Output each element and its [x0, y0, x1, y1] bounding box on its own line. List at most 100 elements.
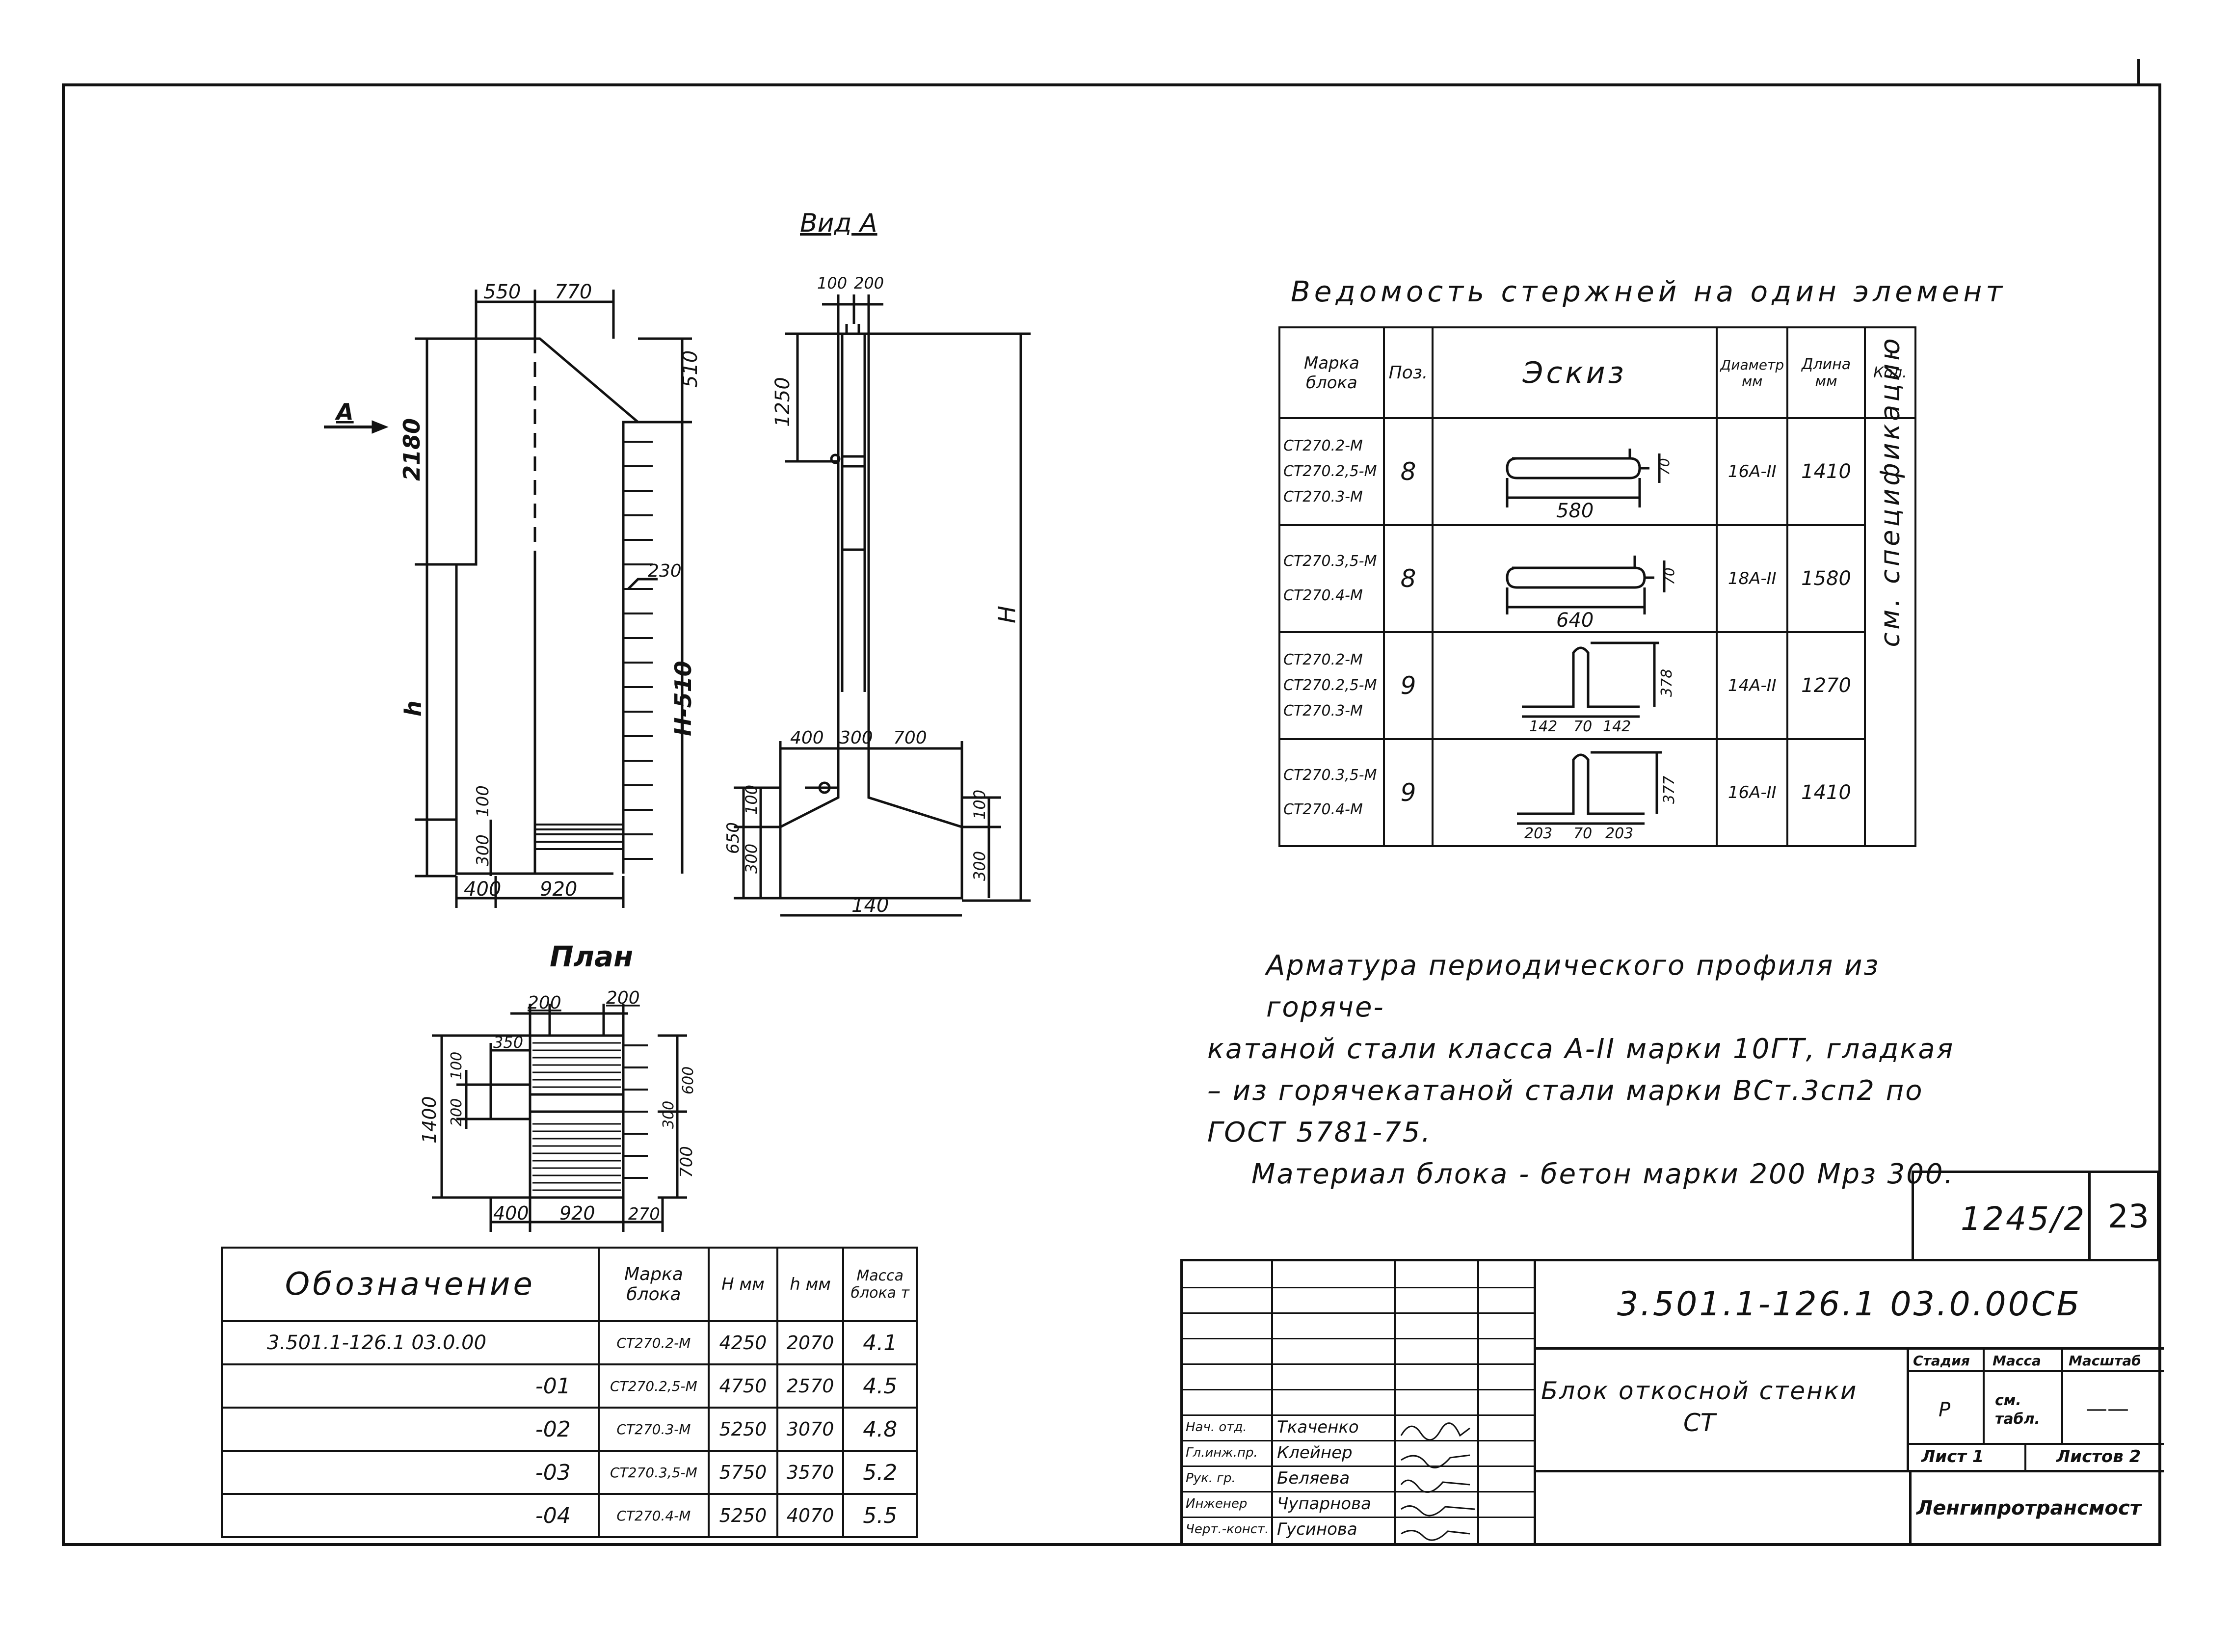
dim-300-right: 300	[970, 851, 989, 881]
h: 4070	[776, 1493, 845, 1538]
archive-number: 1245/2	[1961, 1200, 2087, 1238]
organization: Ленгипротрансмост	[1916, 1497, 2141, 1519]
dim-100-left: 100	[742, 785, 761, 815]
designation: -04	[221, 1493, 600, 1538]
col-mark: Марка блока	[597, 1247, 710, 1322]
sketch-dim: 640	[1556, 609, 1594, 629]
plan-drawing: 200 200 350 1400 100 200 600 300 700 400…	[419, 988, 697, 1232]
dim-200: 200	[854, 274, 884, 293]
row-mark: СТ270.4-М	[1283, 587, 1363, 604]
row-len: 1410	[1786, 417, 1866, 526]
col-mark: Марка блока	[1278, 326, 1385, 419]
rebar-row: СТ270.3,5-М СТ270.4-М 8 640 70 18А-II 15…	[1278, 524, 1915, 633]
table-row: -04 СТ270.4-М 5250 4070 5.5	[221, 1493, 918, 1538]
staff-name: Клейнер	[1277, 1443, 1353, 1463]
dim-300-left: 300	[742, 844, 761, 874]
stage-value: Р	[1939, 1399, 1951, 1421]
col-mass: Масса блока т	[842, 1247, 918, 1322]
dim-230: 230	[648, 561, 682, 581]
row-mark: СТ270.3-М	[1283, 702, 1363, 719]
staff-role: Нач. отд.	[1186, 1420, 1247, 1435]
sketch-dim: 142	[1603, 718, 1631, 735]
archive-box: 1245/2 23	[1912, 1171, 2159, 1261]
scale-label: Масштаб	[2069, 1353, 2141, 1369]
note-line: Арматура периодического профиля из горяч…	[1266, 950, 1880, 1023]
H: 5250	[708, 1407, 778, 1452]
signatures	[1400, 1422, 1475, 1541]
mark: СТ270.2,5-М	[597, 1363, 710, 1409]
scale-value: ——	[2086, 1396, 2129, 1421]
table-row: -03 СТ270.3,5-М 5750 3570 5.2	[221, 1450, 918, 1495]
arrow-a-label: A	[335, 399, 354, 425]
dim-650: 650	[726, 822, 743, 854]
dim-920: 920	[540, 878, 577, 901]
mass: 5.5	[842, 1493, 918, 1538]
note-line: – из горячекатаной стали марки ВСт.3сп2 …	[1207, 1075, 1924, 1107]
sketch-dim: 70	[1661, 567, 1677, 585]
sketch-dim: 377	[1661, 776, 1678, 804]
doc-code: 3.501.1-126.1 03.0.00СБ	[1617, 1285, 2082, 1324]
dim-400: 400	[790, 728, 824, 748]
table-row: 3.501.1-126.1 03.0.00 СТ270.2-М 4250 207…	[221, 1320, 918, 1365]
sketch-dim: 203	[1524, 825, 1552, 842]
sketch-dim: 70	[1573, 825, 1592, 842]
H: 4250	[708, 1320, 778, 1365]
mark: СТ270.3,5-М	[597, 1450, 710, 1495]
row-mark: СТ270.3,5-М	[1283, 767, 1377, 784]
rebar-row: СТ270.3,5-М СТ270.4-М 9 203 70 203 377 1…	[1278, 738, 1915, 847]
row-diam: 16А-II	[1716, 738, 1789, 847]
sheet-number: Лист 1	[1921, 1447, 1984, 1466]
dim-100: 100	[473, 785, 493, 817]
row-len: 1270	[1786, 631, 1866, 740]
dim-200-b: 200	[606, 988, 640, 1008]
row-mark: СТ270.2-М	[1283, 437, 1363, 454]
dim-400: 400	[493, 1202, 529, 1224]
dim-h-510: H-510	[670, 661, 696, 736]
designation-table: Обозначение Марка блока H мм h мм Масса …	[221, 1247, 918, 1538]
H: 5250	[708, 1493, 778, 1538]
drawing-frame	[62, 83, 2161, 1546]
row-diam: 18А-II	[1716, 524, 1789, 633]
dim-920: 920	[559, 1202, 595, 1224]
table-row: -01 СТ270.2,5-М 4750 2570 4.5	[221, 1363, 918, 1409]
sketch-dim: 580	[1556, 500, 1594, 522]
dim-1400: 1400	[419, 1096, 440, 1144]
note-line: ГОСТ 5781-75.	[1207, 1117, 1432, 1148]
row-mark: СТ270.2,5-М	[1283, 677, 1377, 694]
sketch-dim: 142	[1529, 718, 1557, 735]
col-h: h мм	[776, 1247, 845, 1322]
rebar-row: СТ270.2-М СТ270.2,5-М СТ270.3-М 9 142 70…	[1278, 631, 1915, 740]
h: 3570	[776, 1450, 845, 1495]
dim-300: 300	[660, 1101, 677, 1129]
H: 4750	[708, 1363, 778, 1409]
rebar-row: СТ270.2-М СТ270.2,5-М СТ270.3-М 8 580 70…	[1278, 335, 1917, 847]
mass-label: Масса	[1993, 1353, 2041, 1369]
sketch-dim: 70	[1573, 718, 1592, 735]
row-len: 1410	[1786, 738, 1866, 847]
rebar-sketch: 142 70 142 378	[1432, 631, 1718, 740]
row-mark: СТ270.3-М	[1283, 488, 1363, 506]
notes: Арматура периодического профиля из горяч…	[1207, 945, 1993, 1195]
col-designation: Обозначение	[221, 1247, 600, 1322]
row-mark: СТ270.2,5-М	[1283, 463, 1377, 480]
row-len: 1580	[1786, 524, 1866, 633]
designation: -03	[221, 1450, 600, 1495]
dim-510: 510	[679, 350, 702, 388]
mark: СТ270.3-М	[597, 1407, 710, 1452]
sheets-total: Листов 2	[2056, 1447, 2141, 1466]
col-pos: Поз.	[1382, 326, 1434, 419]
signature-grid: Нач. отд. Ткаченко Гл.инж.пр. Клейнер Ру…	[1183, 1261, 1536, 1546]
staff-role: Рук. гр.	[1186, 1471, 1236, 1486]
note-line: катаной стали класса А-II марки 10ГТ, гл…	[1207, 1033, 1955, 1065]
sketch-dim: 203	[1605, 825, 1633, 842]
col-len: Длина мм	[1786, 326, 1866, 419]
mass: 4.1	[842, 1320, 918, 1365]
designation: -01	[221, 1363, 600, 1409]
staff-name: Чупарнова	[1277, 1494, 1371, 1514]
col-diam: Диаметр мм	[1716, 326, 1789, 419]
designation: -02	[221, 1407, 600, 1452]
dim-200-a: 200	[528, 993, 561, 1013]
row-pos: 8	[1382, 524, 1434, 633]
dim-200-c: 200	[448, 1098, 465, 1126]
dim-100: 100	[448, 1052, 465, 1080]
